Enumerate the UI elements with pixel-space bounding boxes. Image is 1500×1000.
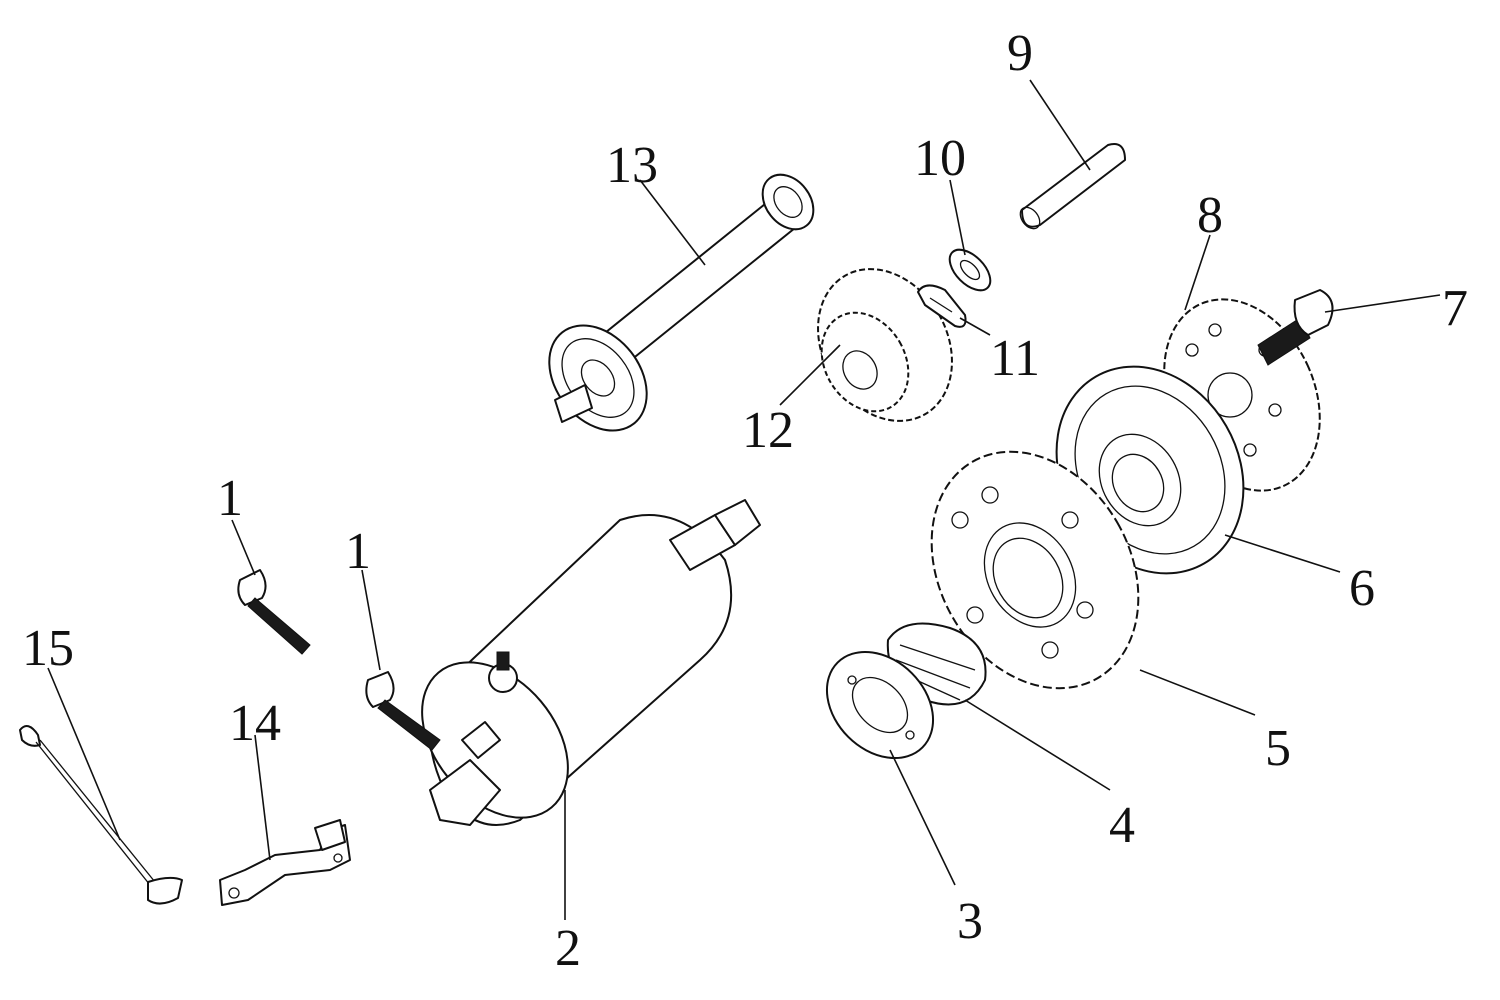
- part-12-double-gear: [817, 268, 953, 422]
- label-8: 8: [1197, 187, 1223, 244]
- label-3: 3: [957, 893, 983, 950]
- part-14-bracket: [219, 819, 351, 906]
- label-12: 12: [742, 402, 794, 459]
- label-2: 2: [555, 920, 581, 977]
- label-14: 14: [229, 695, 281, 752]
- label-15: 15: [22, 620, 74, 677]
- part-2-starter-motor: [421, 499, 761, 826]
- part-labels: 1 1 2 3 4 5 6 7 8 9 10 11 12 13 14 15: [22, 25, 1468, 977]
- part-15-cable: [19, 725, 183, 905]
- label-9: 9: [1007, 25, 1033, 82]
- label-10: 10: [914, 130, 966, 187]
- label-1-upper: 1: [217, 470, 243, 527]
- label-7: 7: [1442, 280, 1468, 337]
- part-5-clutch-gear: [930, 450, 1140, 690]
- part-13-idle-shaft: [548, 173, 815, 432]
- part-3-plate-washer: [825, 650, 935, 760]
- part-7-flange-bolt: [1257, 289, 1334, 366]
- leader-lines: [47, 79, 1441, 920]
- part-1-bolt-lower: [365, 671, 441, 751]
- label-11: 11: [990, 330, 1040, 387]
- part-1-bolt-upper: [237, 569, 311, 655]
- part-11-lock-washer: [917, 284, 967, 328]
- label-13: 13: [606, 137, 658, 194]
- part-10-washer: [948, 248, 992, 292]
- label-5: 5: [1265, 720, 1291, 777]
- label-1-lower: 1: [345, 523, 371, 580]
- label-4: 4: [1109, 797, 1135, 854]
- part-9-pin: [1019, 143, 1126, 230]
- label-6: 6: [1349, 560, 1375, 617]
